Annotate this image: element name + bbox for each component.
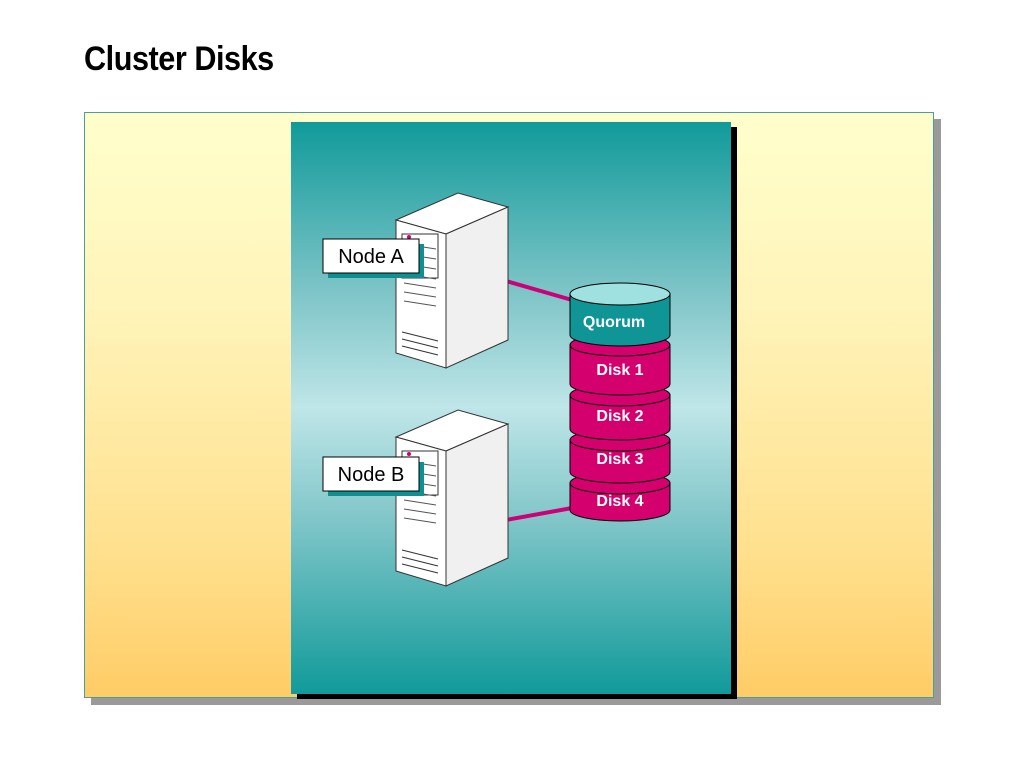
disk-3-label: Disk 3 (596, 451, 643, 468)
node-b-label-box: Node B (322, 456, 424, 496)
server-b-icon (394, 409, 510, 587)
disk-2-label: Disk 2 (596, 408, 643, 425)
disk-1-label: Disk 1 (596, 362, 643, 379)
server-a-icon (394, 192, 510, 369)
quorum-label: Quorum (583, 314, 645, 331)
connector-node-b (505, 506, 573, 522)
node-b-label: Node B (338, 464, 405, 486)
node-a-label: Node A (338, 246, 404, 268)
page-title: Cluster Disks (84, 40, 274, 78)
quorum-disk: Quorum (569, 282, 671, 347)
connector-node-a (505, 279, 573, 302)
node-a-label-box: Node A (322, 238, 424, 278)
disk-4-label: Disk 4 (596, 493, 643, 510)
